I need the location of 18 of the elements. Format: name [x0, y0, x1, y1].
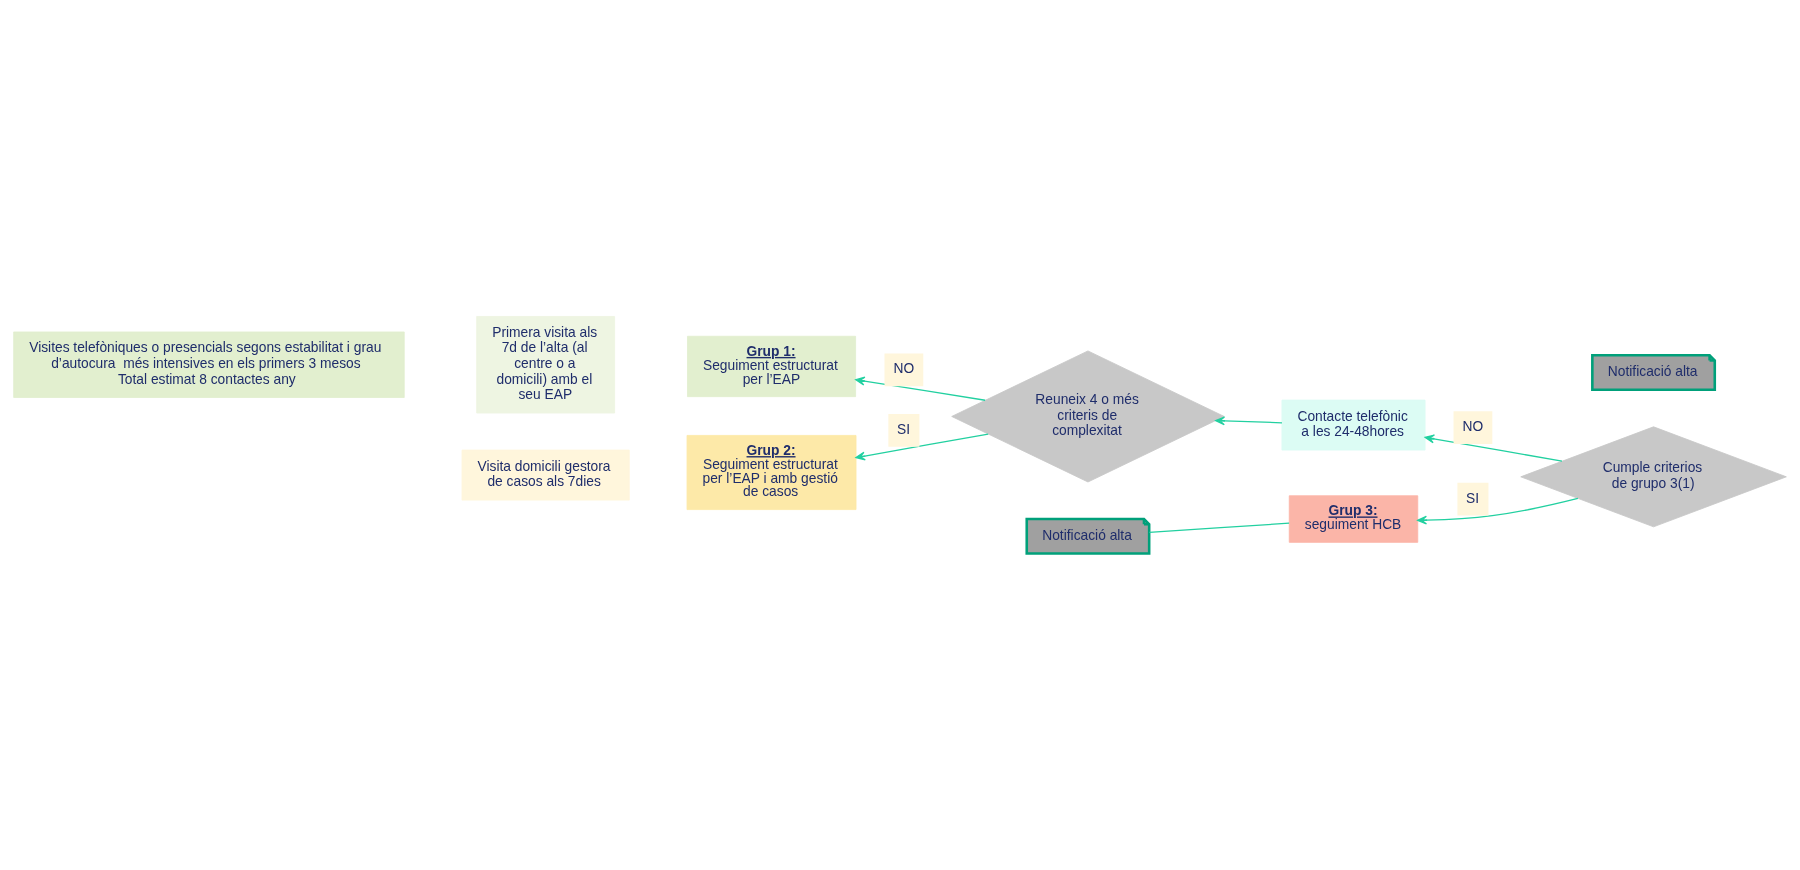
edge-label: NO — [893, 361, 915, 377]
node-box: Visita domicili gestora de casos als 7dies — [461, 449, 630, 501]
node-diamond: Cumple criterios de grupo 3(1) — [1520, 426, 1787, 528]
arrow — [1215, 416, 1283, 426]
connector — [1148, 522, 1290, 533]
edge-label: SI — [896, 421, 911, 437]
node-box: Primera visita als 7d de l’alta (al centre o a domicili) amb el seu EAP — [476, 316, 616, 414]
node-box: Grup 1: Seguiment estructurat per l’EAP — [687, 335, 857, 398]
node-box: Grup 3: seguiment HCB — [1288, 495, 1419, 543]
arrow — [855, 376, 986, 401]
arrow — [855, 433, 989, 461]
edge-label: NO — [1462, 418, 1484, 434]
node-box: Contacte telefònic a les 24-48hores — [1281, 399, 1426, 451]
arrow — [1417, 497, 1579, 525]
edge-label: SI — [1466, 490, 1480, 506]
node-box: Visites telefòniques o presencials segons estabilitat i grau d’autocura més intensives en els primers 3 mesos Total estimat 8 contactes any — [13, 331, 405, 398]
node-box: Grup 2: Seguiment estructurat per l’EAP i amb gestió de casos — [686, 435, 857, 510]
arrow — [1424, 434, 1563, 462]
